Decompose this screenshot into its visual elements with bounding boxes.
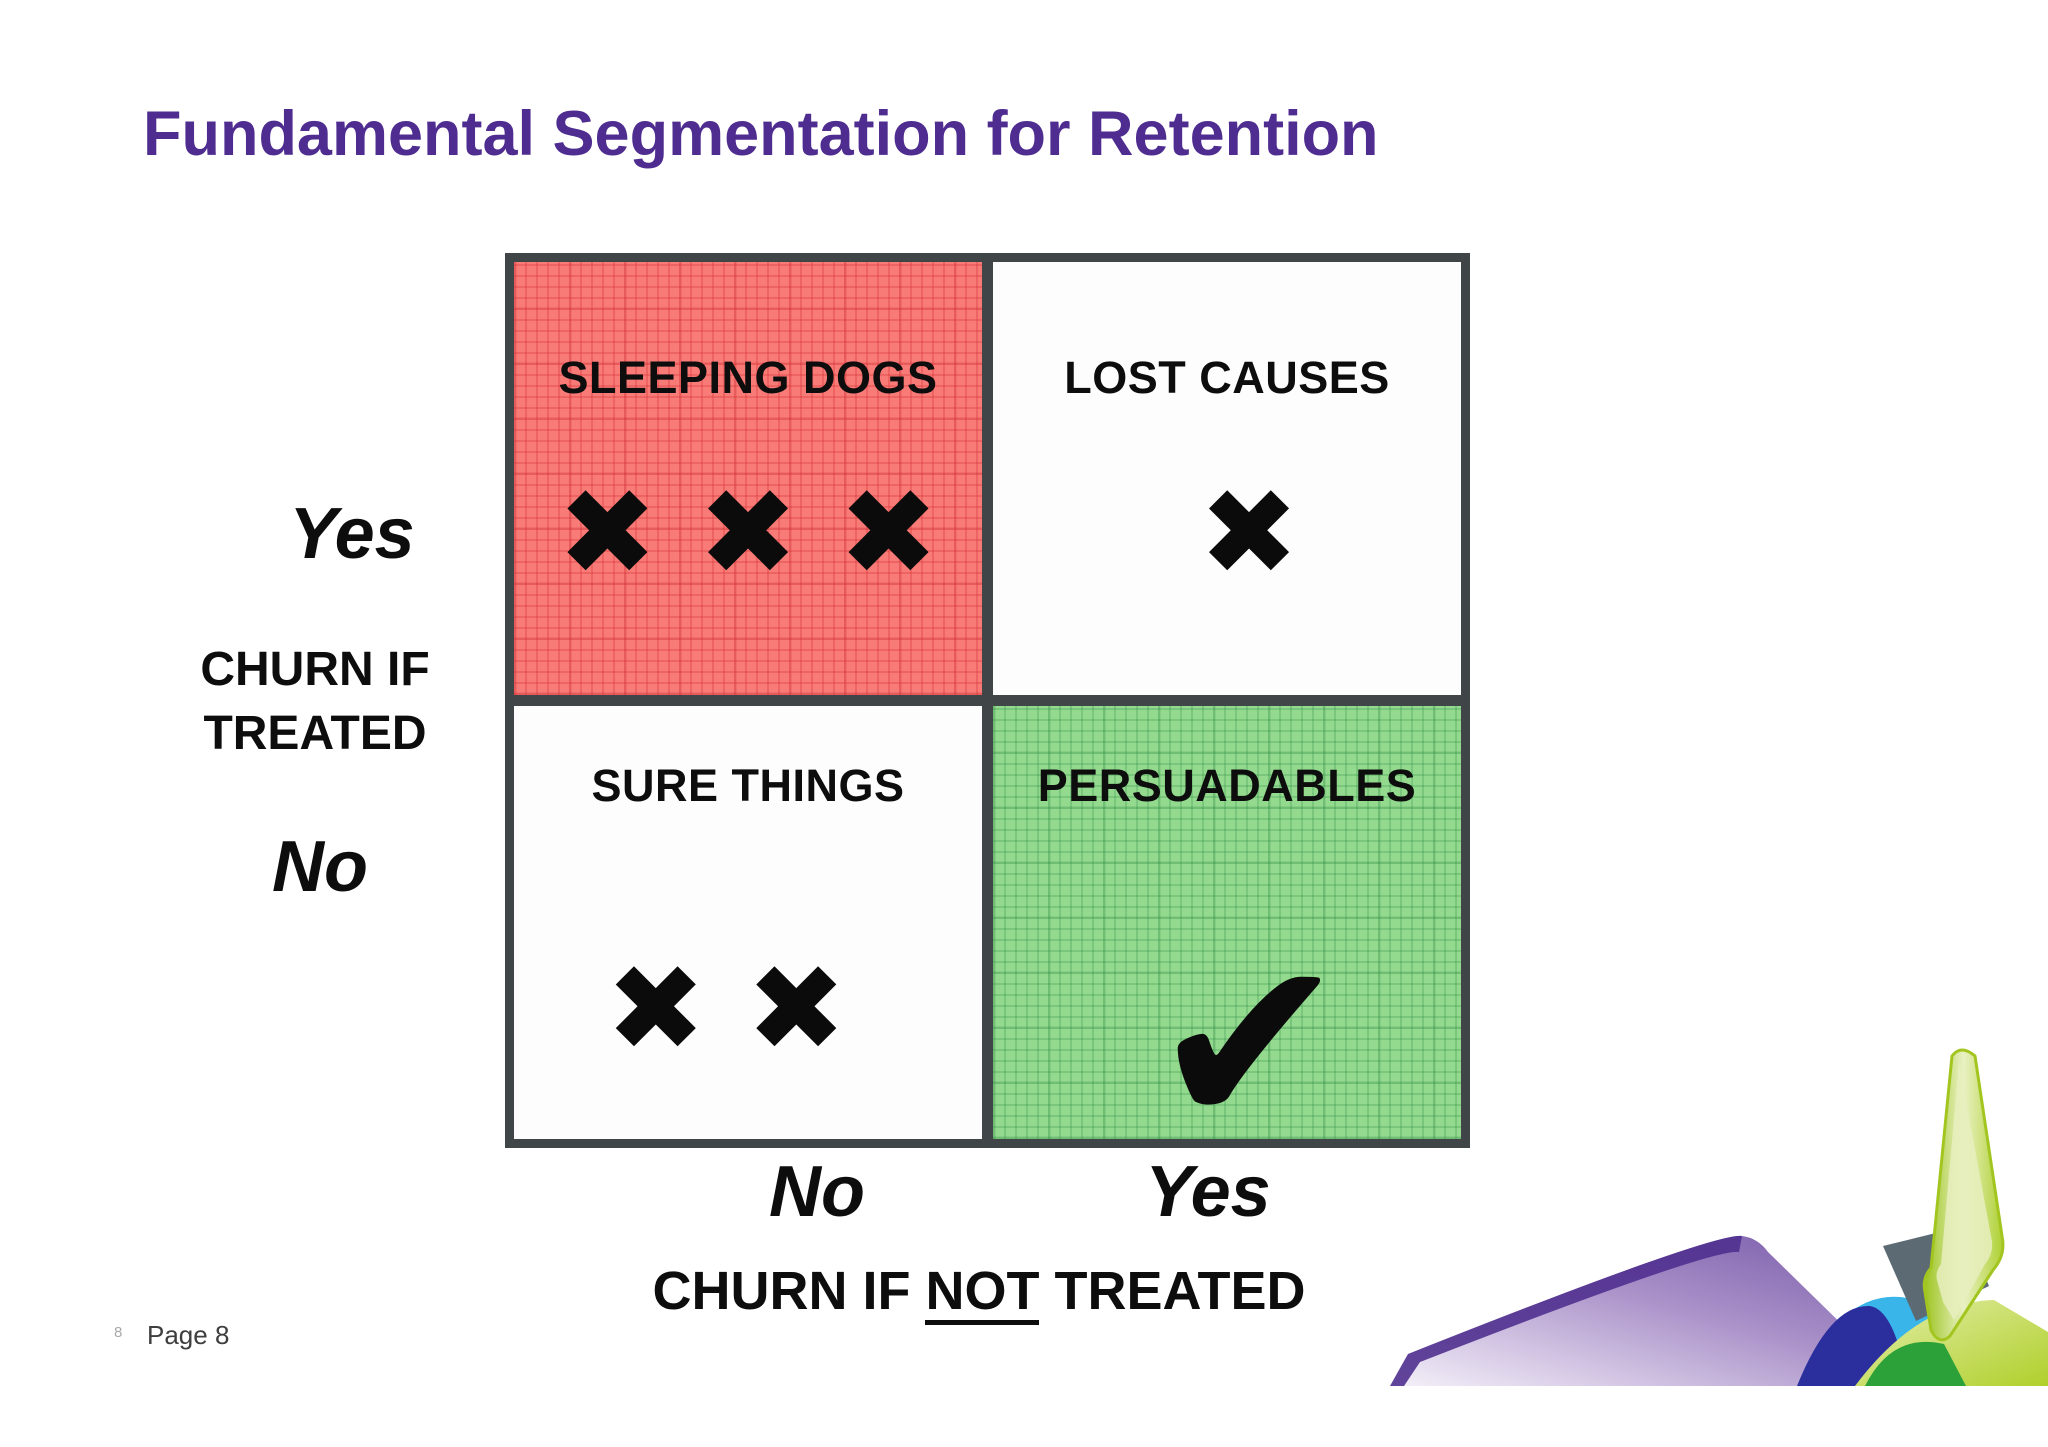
segmentation-matrix: SLEEPING DOGS ✖✖✖ LOST CAUSES ✖ SURE THI… xyxy=(505,253,1470,1148)
page-label: Page 8 xyxy=(147,1320,230,1350)
cell-sleeping-dogs: SLEEPING DOGS ✖✖✖ xyxy=(514,262,982,695)
not-underline-emphasis: NOT xyxy=(925,1264,1040,1325)
cell-label-lost-causes: LOST CAUSES xyxy=(1064,352,1390,403)
brand-ribbon-logo xyxy=(1390,1048,2048,1386)
x-axis-no-label: No xyxy=(769,1152,865,1232)
single-cross-icon: ✖ xyxy=(1198,466,1300,600)
triple-cross-icon: ✖✖✖ xyxy=(557,466,979,600)
cell-persuadables: PERSUADABLES ✔ xyxy=(993,706,1461,1139)
x-axis-title-prefix: CHURN IF xyxy=(652,1261,926,1321)
cell-label-sure-things: SURE THINGS xyxy=(591,760,905,811)
y-axis-title-line1: CHURN IF xyxy=(200,643,430,696)
y-axis-yes-label: Yes xyxy=(289,494,415,574)
x-axis-title-suffix: TREATED xyxy=(1039,1261,1306,1321)
cell-label-sleeping-dogs: SLEEPING DOGS xyxy=(558,352,938,403)
double-cross-icon: ✖✖ xyxy=(605,942,887,1076)
y-axis-title-line2: TREATED xyxy=(203,707,427,760)
page-number-marker: 8 xyxy=(114,1324,123,1341)
cell-lost-causes: LOST CAUSES ✖ xyxy=(993,262,1461,695)
cell-sure-things: SURE THINGS ✖✖ xyxy=(514,706,982,1139)
y-axis-no-label: No xyxy=(272,827,368,907)
y-axis-title: CHURN IF TREATED xyxy=(150,638,480,766)
check-mark-icon: ✔ xyxy=(1150,912,1348,1139)
x-axis-yes-label: Yes xyxy=(1145,1152,1271,1232)
cell-label-persuadables: PERSUADABLES xyxy=(1037,760,1417,811)
page-title: Fundamental Segmentation for Retention xyxy=(143,99,1379,169)
x-axis-title: CHURN IF NOT TREATED xyxy=(479,1260,1479,1325)
